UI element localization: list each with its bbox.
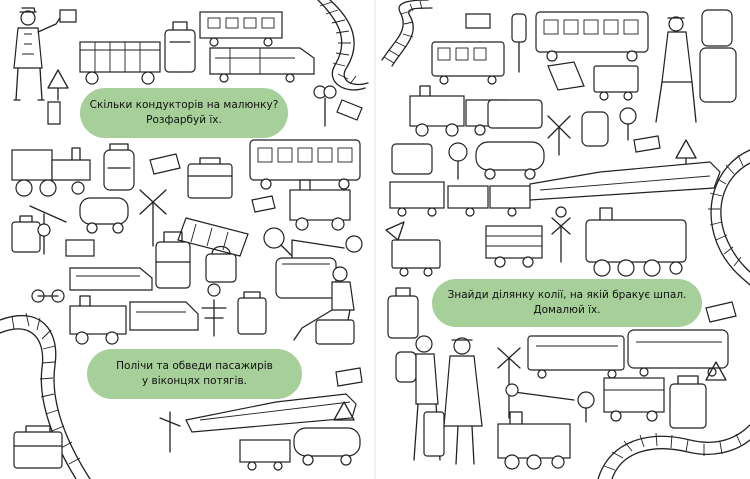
- instruction-text-conductors-line1: Скільки кондукторів на малюнку?: [89, 99, 279, 111]
- high-speed-train-left: [69, 267, 153, 291]
- suitcase-bottom-left: [13, 425, 63, 469]
- ticket-icon-left: [149, 153, 181, 175]
- magnifier-icon-right-top: [619, 107, 637, 141]
- conductor-figure-right: [655, 16, 697, 123]
- tank-wagon-bottom: [293, 427, 361, 466]
- ticket-icon-center: [336, 99, 363, 121]
- ticket-icon-bottom: [335, 367, 363, 387]
- wagon-right-small: [593, 65, 639, 101]
- ticket-icon-small: [251, 195, 276, 213]
- backpack-icon: [103, 143, 135, 191]
- ticket-icon-right-top: [465, 13, 491, 29]
- passenger-wagon-top: [199, 11, 283, 47]
- magnifier-icon-right: [448, 142, 468, 180]
- freight-wagon-top: [79, 41, 161, 85]
- barrier-bottom-right: [505, 383, 575, 401]
- caboose-right: [391, 239, 441, 277]
- instruction-text-sleepers-line1: Знайди ділянку колії, на якій бракує шпа…: [447, 289, 687, 301]
- instruction-bubble-conductors: Скільки кондукторів на малюнку? Розфарбу…: [80, 88, 288, 138]
- steam-locomotive-lower-left: [69, 295, 127, 345]
- barrier-pole-icon: [291, 235, 363, 261]
- conductor-figure-left: [13, 7, 77, 101]
- magnifier-icon-bottom-right: [577, 391, 595, 423]
- warning-sign-bottom: [333, 401, 355, 421]
- small-ticket-icon: [47, 101, 61, 125]
- bullet-train-bottom: [185, 393, 357, 433]
- signpost-icon: [201, 283, 227, 337]
- high-speed-train-right: [529, 161, 721, 201]
- barrier-sign-icon: [29, 205, 67, 255]
- passenger-coach-right-top: [535, 11, 649, 62]
- luggage-trolley-icon: [155, 231, 191, 289]
- railway-track-top-center: [381, 0, 433, 67]
- instruction-bubble-sleepers: Знайди ділянку колії, на якій бракує шпа…: [432, 279, 702, 327]
- small-case-icon: [11, 215, 41, 253]
- steam-train-right: [409, 85, 507, 137]
- conductor-figure-bottom: [443, 337, 483, 465]
- window-frame: [275, 257, 337, 299]
- suitcase-icon: [164, 21, 196, 73]
- tank-wagon-left: [79, 197, 129, 234]
- crossing-sign-bottom-right: [497, 347, 521, 419]
- level-crossing-sign-icon: [139, 189, 167, 247]
- handbag-icon: [205, 245, 237, 283]
- passenger-coach-center: [249, 139, 361, 190]
- signal-light-icon: [313, 85, 337, 127]
- hopper-wagon-bottom-right: [603, 377, 665, 422]
- passenger-coach-right-second: [431, 41, 505, 85]
- steam-locomotive-left: [11, 147, 91, 197]
- suitcase-bottom-right: [669, 375, 707, 429]
- ore-wagon-right: [485, 225, 543, 268]
- passenger-with-backpack: [395, 335, 445, 461]
- warning-sign-icon: [47, 69, 69, 101]
- ticket-icon-right: [633, 135, 661, 153]
- wheel-axle-icon: [31, 289, 65, 303]
- backpack-right: [581, 111, 609, 147]
- ticket-icon-right-bottom: [705, 301, 737, 323]
- seat-icon-right: [699, 9, 737, 103]
- railway-track-top-left: [317, 0, 369, 91]
- signal-post-right: [511, 13, 527, 73]
- tank-wagon-right: [475, 141, 545, 180]
- sign-icon-bottom: [159, 411, 181, 453]
- box-wagon-bottom: [239, 439, 291, 471]
- passenger-train-bottom-right: [527, 329, 729, 379]
- signal-cross-right: [551, 206, 571, 263]
- ticket-icon-lower: [65, 239, 95, 257]
- case-icon-lower: [237, 291, 267, 335]
- instruction-text-passengers-line1: Полічи та обведи пасажирів: [116, 360, 273, 372]
- railway-track-right: [708, 149, 750, 286]
- tram-car-right: [487, 99, 543, 129]
- triangle-sign-right: [385, 221, 405, 241]
- instruction-text-sleepers-line2: Домалюй їх.: [533, 304, 601, 316]
- steam-locomotive-right: [585, 207, 687, 277]
- high-speed-train-lower-left: [129, 301, 199, 331]
- map-icon: [547, 61, 585, 91]
- travel-bag-icon: [187, 157, 233, 199]
- warning-sign-bottom-right: [705, 361, 727, 381]
- magnifier-icon: [263, 227, 292, 256]
- steam-locomotive-bottom-right: [497, 411, 571, 470]
- wallet-icon: [391, 143, 433, 175]
- instruction-text-conductors-line2: Розфарбуй їх.: [146, 114, 222, 126]
- diesel-locomotive-top: [209, 47, 315, 83]
- steam-locomotive-center: [289, 179, 351, 231]
- instruction-text-passengers-line2: у віконцях потягів.: [142, 375, 247, 387]
- instruction-bubble-passengers: Полічи та обведи пасажирів у віконцях по…: [87, 349, 302, 399]
- railway-track-bottom-right: [597, 424, 750, 479]
- seated-passenger-figure: [293, 266, 355, 345]
- freight-train-right: [389, 181, 531, 217]
- suitcase-right-lower: [387, 287, 419, 339]
- crossing-sign-right: [547, 115, 571, 156]
